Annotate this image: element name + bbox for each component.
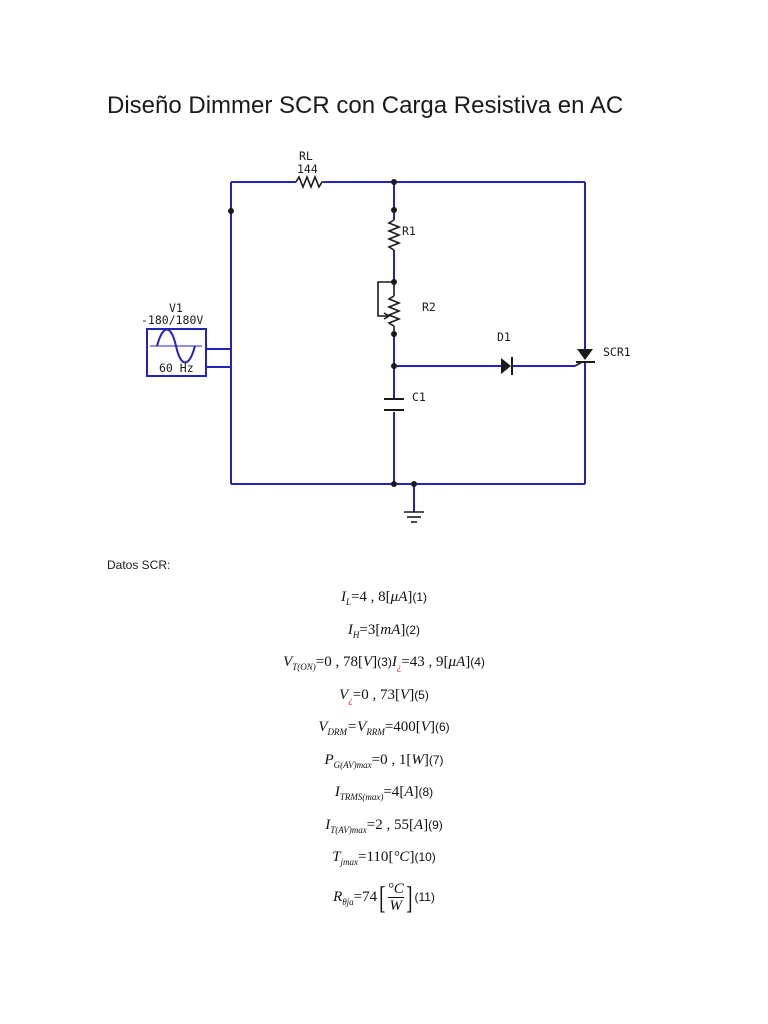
scr1-label: SCR1 xyxy=(603,345,631,359)
d1-diode xyxy=(501,357,513,375)
circuit-diagram: RL 144 R1 R2 C1 D1 SCR1 V1 -180/180V 60 … xyxy=(141,149,631,523)
equation-5: V¿=0 , 73[V](5) xyxy=(339,686,429,705)
v1-value: -180/180V xyxy=(141,313,203,327)
page-title: Diseño Dimmer SCR con Carga Resistiva en… xyxy=(107,92,624,119)
equations: IL=4 , 8[μA](1) IH=3[mA](2) VT(ON)=0 , 7… xyxy=(0,582,768,919)
equation-9: IT(AV)max=2 , 55[A](9) xyxy=(325,816,443,835)
v1-frequency: 60 Hz xyxy=(159,361,194,375)
equation-1: IL=4 , 8[μA](1) xyxy=(340,589,428,607)
equation-2: IH=3[mA](2) xyxy=(347,621,421,640)
rl-label: RL xyxy=(299,149,313,163)
r1-resistor xyxy=(386,219,402,251)
equation-10: Tjmax=110[°C](10) xyxy=(332,849,436,867)
ground-symbol xyxy=(404,511,424,523)
equation-7: PG(AV)max=0 , 1[W](7) xyxy=(324,751,444,770)
equation-3-4: VT(ON)=0 , 78[V](3)I¿=43 , 9[μA](4) xyxy=(283,654,485,672)
rl-value: 144 xyxy=(297,162,318,176)
c1-label: C1 xyxy=(412,390,426,404)
junction-dots xyxy=(228,179,417,487)
datos-label: Datos SCR: xyxy=(107,558,171,572)
scr1-thyristor xyxy=(574,349,595,367)
rl-resistor xyxy=(295,174,324,190)
r2-potentiometer xyxy=(377,281,402,334)
d1-label: D1 xyxy=(497,330,511,344)
v1-label: V1 xyxy=(169,301,183,315)
r2-label: R2 xyxy=(422,300,436,314)
c1-capacitor xyxy=(384,398,404,411)
v1-source xyxy=(146,328,207,377)
equation-8: ITRMS(max)=4[A](8) xyxy=(334,784,434,802)
equation-6: VDRM=VRRM=400[V](6) xyxy=(318,719,450,737)
r1-label: R1 xyxy=(402,224,416,238)
